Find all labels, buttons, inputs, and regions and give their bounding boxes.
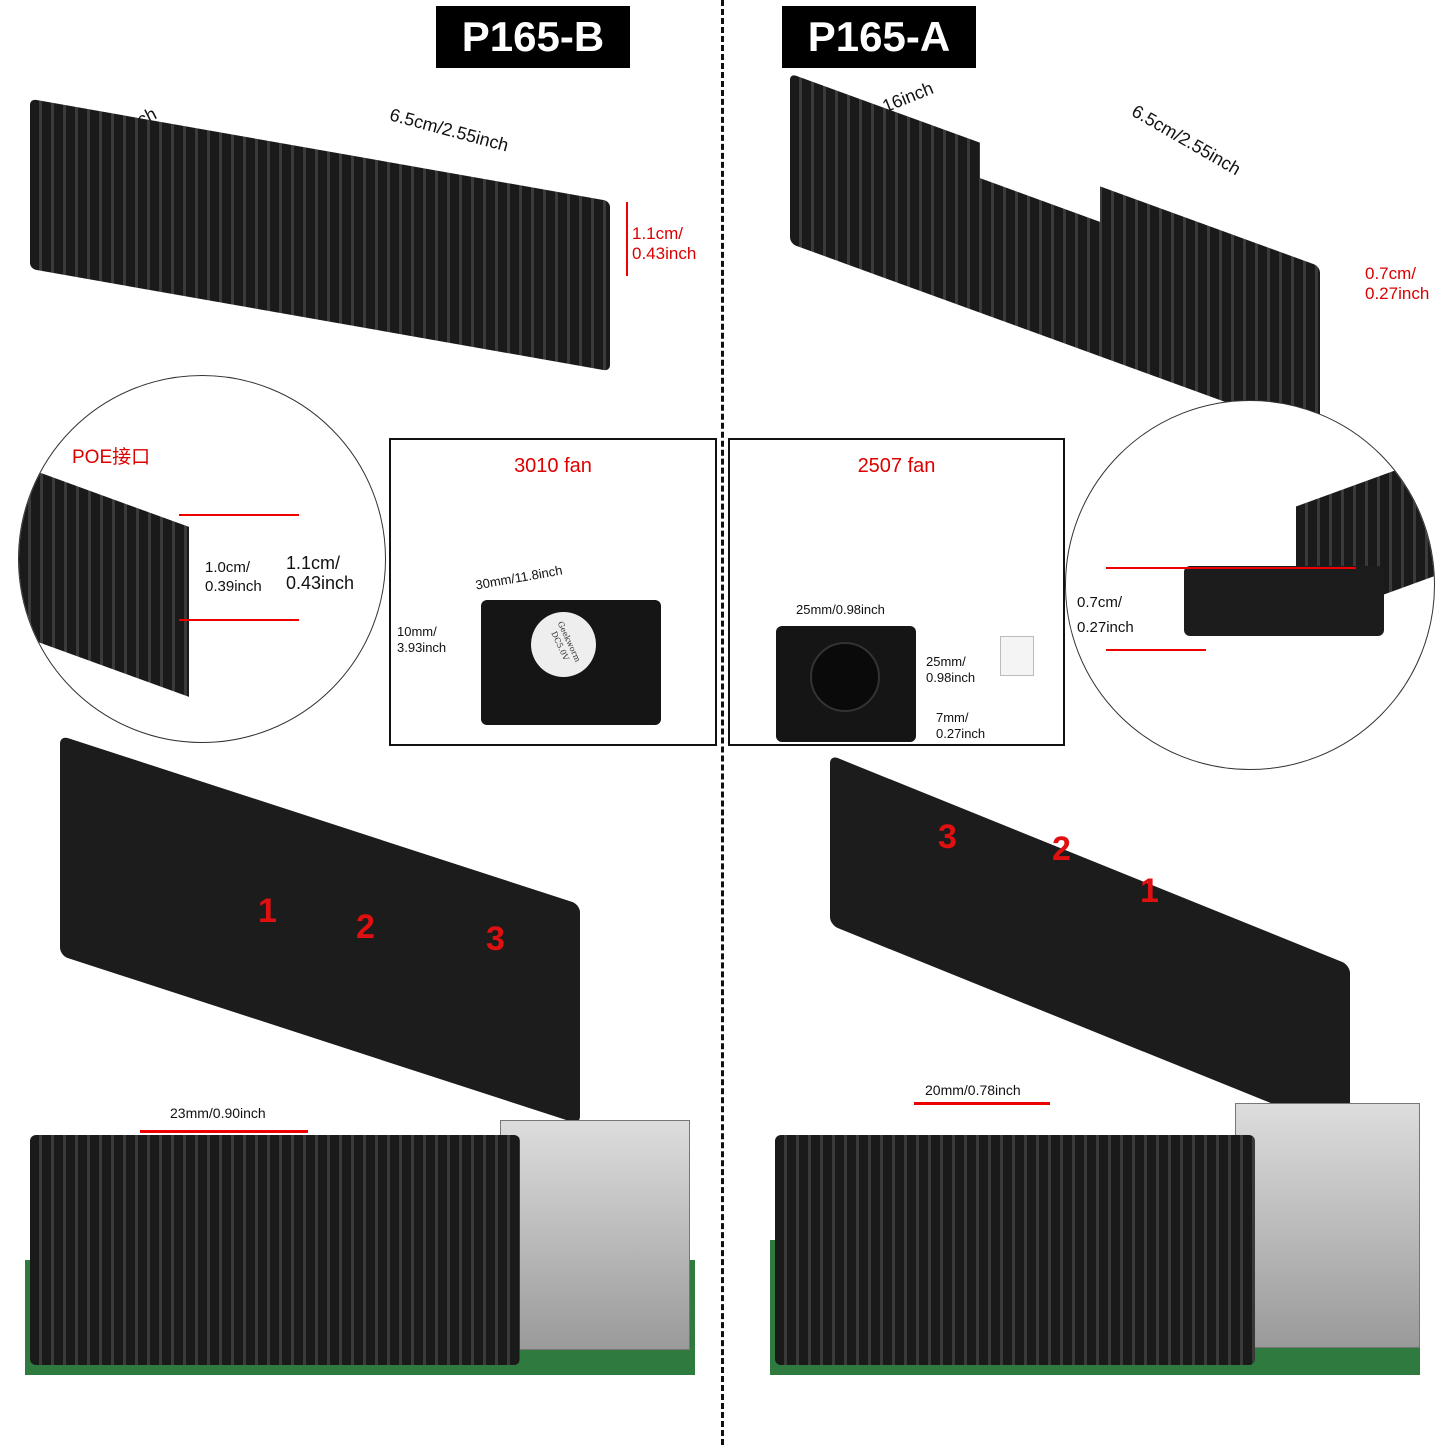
dim-line [179, 619, 299, 621]
pad-3: 3 [938, 818, 957, 856]
dim-length: 6.5cm/2.55inch [387, 104, 511, 156]
pad-2: 2 [1052, 830, 1071, 868]
dim-1-1cm: 1.1cm/ 0.43inch [286, 553, 355, 593]
pad-2: 2 [356, 908, 375, 946]
fan-height: 10mm/ 3.93inch [397, 624, 447, 655]
fan-depth: 7mm/ 0.27inch [936, 710, 986, 741]
fan-2507 [776, 626, 916, 742]
fan-width: 30mm/11.8inch [474, 562, 564, 593]
detail-circle-height [1065, 400, 1435, 770]
heatsink-p165-a [790, 73, 1320, 437]
fan-title: 3010 fan [514, 455, 592, 477]
dim-0-7cm: 0.7cm/ 0.27inch [1077, 594, 1134, 636]
detail-circle-poe [18, 375, 386, 743]
height-arrow [626, 202, 628, 276]
dim-line [179, 514, 299, 516]
dim-1-0cm: 1.0cm/ 0.39inch [205, 559, 262, 595]
dim-height-a: 0.7cm/ 0.27inch [1365, 264, 1430, 303]
dim-line [1106, 567, 1356, 569]
usb-ethernet-ports [500, 1120, 690, 1350]
dim-line [1106, 649, 1206, 651]
fan-height: 25mm/ 0.98inch [926, 654, 976, 685]
heatsink-p165-b [30, 98, 610, 372]
poe-label: POE接口 [72, 447, 151, 468]
title-p165-b: P165-B [436, 6, 630, 68]
fan-connector [1000, 636, 1034, 676]
fan-width: 25mm/0.98inch [796, 602, 885, 617]
fan-title: 2507 fan [857, 455, 936, 477]
spacing-label: 20mm/0.78inch [925, 1082, 1021, 1098]
fan-hub [810, 642, 880, 712]
pad-3: 3 [486, 920, 505, 958]
fan-hub: Geekworm DC5.0V [531, 612, 596, 677]
heatsink-mounted-a [775, 1135, 1255, 1365]
fan-box-2507: 2507 fan 25mm/0.98inch 25mm/ 0.98inch 7m… [728, 438, 1065, 746]
title-p165-a: P165-A [782, 6, 976, 68]
standoff-block [1184, 566, 1384, 636]
spacing-label: 23mm/0.90inch [170, 1105, 266, 1121]
center-divider [721, 0, 724, 1445]
underside-p165-a [830, 754, 1350, 1136]
fan-brand-label: Geekworm DC5.0V [549, 619, 583, 664]
usb-ethernet-ports [1235, 1103, 1420, 1348]
dim-height: 1.1cm/ 0.43inch [632, 224, 697, 263]
pad-1: 1 [1140, 872, 1159, 910]
pad-1: 1 [258, 892, 277, 930]
heatsink-mounted-b [30, 1135, 520, 1365]
spacing-arrow [914, 1102, 1050, 1105]
heatsink-detail [19, 465, 189, 697]
fan-3010: Geekworm DC5.0V [481, 600, 661, 725]
fan-box-3010: 3010 fan 30mm/11.8inch 10mm/ 3.93inch Ge… [389, 438, 717, 746]
spacing-arrow [140, 1130, 308, 1133]
dim-length-a: 6.5cm/2.55inch [1128, 100, 1245, 180]
